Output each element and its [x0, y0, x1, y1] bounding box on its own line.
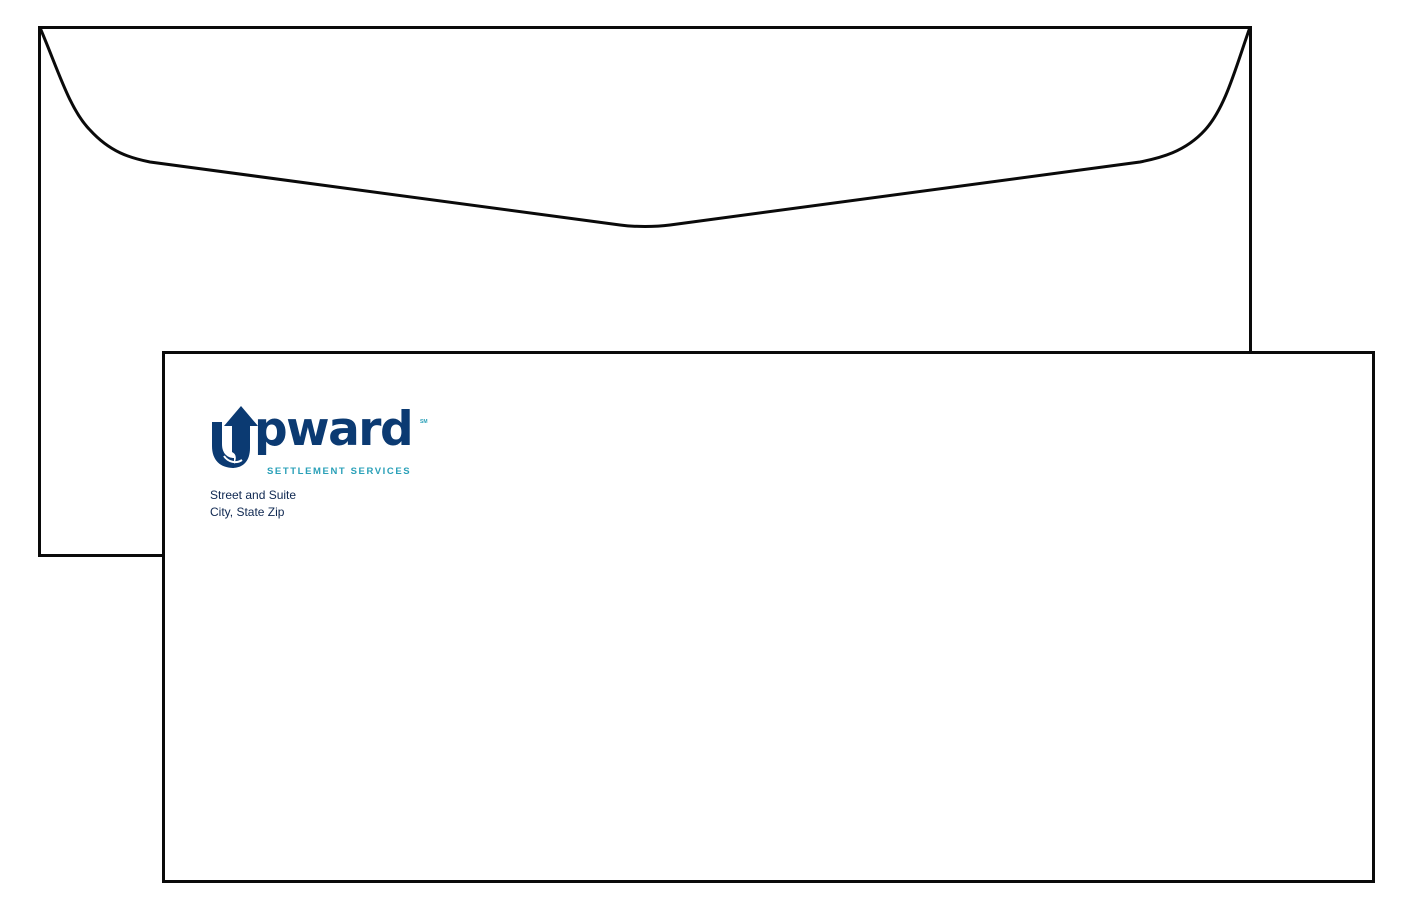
company-logo: pward SM SETTLEMENT SERVICES: [210, 404, 440, 484]
address-line-1: Street and Suite: [210, 488, 297, 502]
logo-tagline: SETTLEMENT SERVICES: [267, 466, 412, 477]
logo-wordmark: pward: [254, 402, 414, 457]
envelope-front: pward SM SETTLEMENT SERVICES Street and …: [162, 351, 1375, 883]
arrow-u-icon: [212, 406, 258, 468]
address-line-2: City, State Zip: [210, 505, 285, 519]
return-address: Street and Suite City, State Zip: [210, 487, 296, 521]
service-mark: SM: [420, 419, 428, 425]
